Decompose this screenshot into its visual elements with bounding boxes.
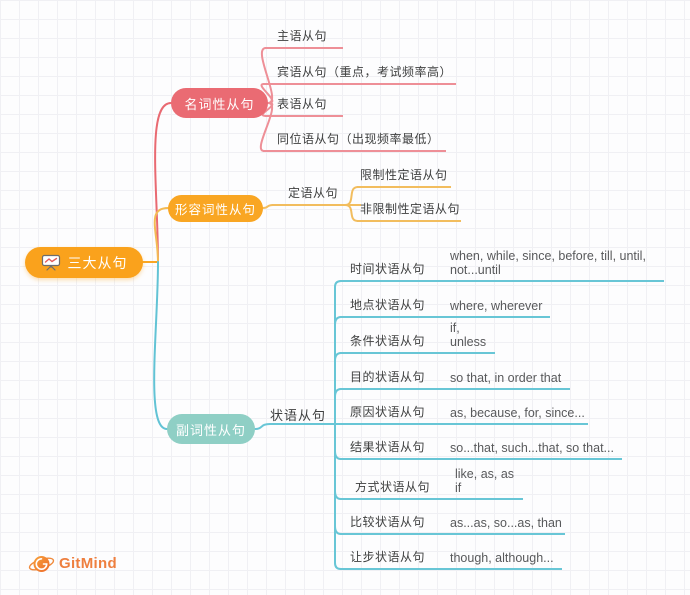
node-adverbial-time[interactable]: 时间状语从句 when, while, since, before, till,… xyxy=(340,247,664,282)
adverbial-comparison-label: 比较状语从句 xyxy=(350,515,426,529)
root-label: 三大从句 xyxy=(67,254,128,271)
branch-adjective-label: 形容词性从句 xyxy=(174,203,256,217)
branch-adverb-label: 副词性从句 xyxy=(175,422,246,438)
root-node[interactable]: 三大从句 xyxy=(25,247,143,278)
adverbial-purpose-keywords: so that, in order that xyxy=(450,371,562,385)
node-adverbial-purpose[interactable]: 目的状语从句 so that, in order that xyxy=(340,369,570,390)
branch-adjective-clause[interactable]: 形容词性从句 xyxy=(168,195,263,222)
branch-noun-clause[interactable]: 名词性从句 xyxy=(171,88,268,118)
adverbial-comparison-keywords: as...as, so...as, than xyxy=(450,516,562,530)
presentation-board-icon xyxy=(41,254,61,271)
gitmind-logo-icon xyxy=(28,550,55,577)
node-object-clause[interactable]: 宾语从句（重点，考试频率高） xyxy=(263,64,456,85)
adverbial-reason-label: 原因状语从句 xyxy=(350,405,426,419)
adverbial-reason-keywords: as, because, for, since... xyxy=(450,406,585,420)
node-adverbial-clause[interactable]: 状语从句 xyxy=(270,408,327,423)
gitmind-brand-text: GitMind xyxy=(59,555,117,572)
node-appositive-clause[interactable]: 同位语从句（出现频率最低） xyxy=(263,131,446,152)
node-subject-clause[interactable]: 主语从句 xyxy=(265,28,343,49)
adverbial-result-label: 结果状语从句 xyxy=(350,440,426,454)
node-restrictive-attributive[interactable]: 限制性定语从句 xyxy=(357,167,451,188)
adverbial-result-keywords: so...that, such...that, so that... xyxy=(450,441,614,455)
adverbial-time-keywords: when, while, since, before, till, until,… xyxy=(450,249,646,277)
adverbial-concession-label: 让步状语从句 xyxy=(350,550,426,564)
node-adverbial-reason[interactable]: 原因状语从句 as, because, for, since... xyxy=(340,404,588,425)
branch-adverb-clause[interactable]: 副词性从句 xyxy=(167,414,255,444)
node-predicative-clause[interactable]: 表语从句 xyxy=(265,96,343,117)
gitmind-watermark: GitMind xyxy=(28,550,117,577)
branch-noun-label: 名词性从句 xyxy=(184,96,255,112)
adverbial-concession-keywords: though, although... xyxy=(450,551,554,565)
node-adverbial-place[interactable]: 地点状语从句 where, wherever xyxy=(340,297,550,318)
adverbial-condition-label: 条件状语从句 xyxy=(350,334,426,348)
node-adverbial-condition[interactable]: 条件状语从句 if, unless xyxy=(340,321,495,354)
node-attributive-clause[interactable]: 定语从句 xyxy=(272,185,361,206)
adverbial-manner-label: 方式状语从句 xyxy=(355,480,431,494)
adverbial-condition-keywords: if, unless xyxy=(450,321,487,349)
node-adverbial-manner[interactable]: 方式状语从句 like, as, as if xyxy=(340,467,523,500)
node-nonrestrictive-attributive[interactable]: 非限制性定语从句 xyxy=(357,201,461,222)
adverbial-time-label: 时间状语从句 xyxy=(350,262,426,276)
adverbial-place-keywords: where, wherever xyxy=(450,299,543,313)
node-adverbial-concession[interactable]: 让步状语从句 though, although... xyxy=(340,549,562,570)
adverbial-manner-keywords: like, as, as if xyxy=(455,467,515,495)
node-adverbial-comparison[interactable]: 比较状语从句 as...as, so...as, than xyxy=(340,514,565,535)
adverbial-place-label: 地点状语从句 xyxy=(350,298,426,312)
adverbial-purpose-label: 目的状语从句 xyxy=(350,370,426,384)
node-adverbial-result[interactable]: 结果状语从句 so...that, such...that, so that..… xyxy=(340,439,622,460)
